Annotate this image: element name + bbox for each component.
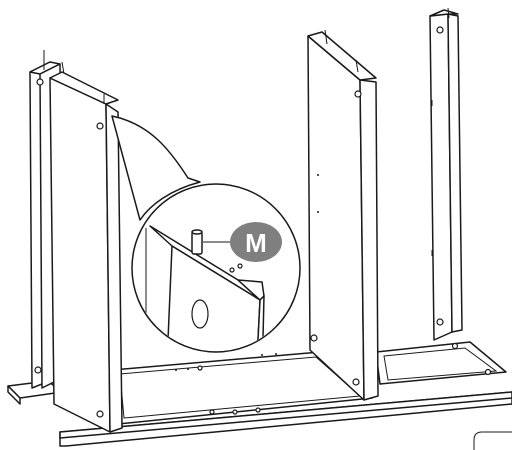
dowel-hole bbox=[191, 299, 209, 329]
part-label-badge: M bbox=[230, 222, 282, 262]
dowel-pin bbox=[191, 229, 203, 255]
right-back-panel bbox=[429, 7, 463, 341]
next-step-box-edge bbox=[473, 431, 512, 450]
middle-panel bbox=[307, 29, 379, 401]
left-front-panel bbox=[49, 71, 123, 433]
part-label-text: M bbox=[245, 228, 267, 258]
detail-callout: M bbox=[111, 115, 301, 353]
